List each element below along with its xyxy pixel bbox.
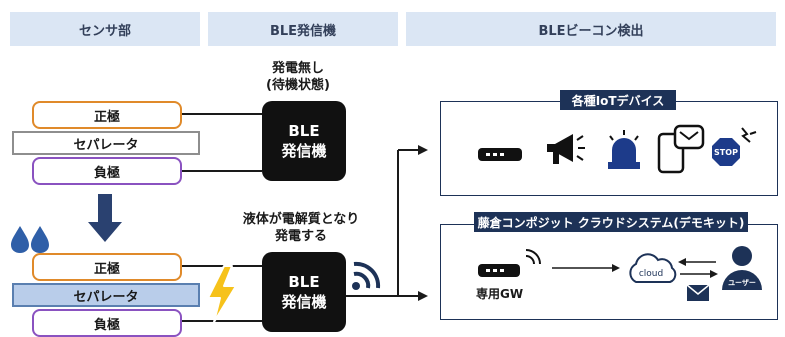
cloud-icon: cloud bbox=[629, 253, 677, 283]
top-separator-layer: セパレータ bbox=[12, 131, 200, 155]
top-negative-layer: 負極 bbox=[32, 157, 182, 185]
top-caption: 発電無し(待機状態) bbox=[266, 61, 330, 93]
cloud-label: cloud bbox=[639, 269, 663, 279]
bottom-positive-layer: 正極 bbox=[32, 253, 182, 281]
gateway-label: 専用GW bbox=[476, 287, 524, 301]
bottom-separator-layer: セパレータ bbox=[12, 283, 200, 307]
siren-icon bbox=[608, 130, 640, 169]
ble-header: BLE発信機 bbox=[208, 12, 398, 46]
sensor-header: センサ部 bbox=[10, 12, 200, 46]
bottom-caption: 液体が電解質となり発電する bbox=[242, 212, 360, 244]
stop-sign-icon: STOP bbox=[712, 127, 757, 166]
megaphone-icon bbox=[547, 134, 585, 164]
arrow-to-iot bbox=[418, 145, 428, 155]
arrow-to-cloud bbox=[418, 291, 428, 301]
water-drops-icon bbox=[11, 226, 49, 253]
wifi-signal-icon bbox=[352, 261, 381, 290]
gateway-router-icon bbox=[478, 249, 541, 277]
down-arrow-icon bbox=[88, 194, 122, 242]
lightning-icon bbox=[207, 265, 237, 323]
beacon-header: BLEビーコン検出 bbox=[406, 12, 776, 46]
mail-icon bbox=[686, 284, 710, 301]
smartphone-mail-icon bbox=[657, 124, 705, 174]
top-positive-layer: 正極 bbox=[32, 101, 182, 129]
iot-panel-title: 各種IoTデバイス bbox=[560, 90, 676, 110]
stop-label: STOP bbox=[714, 148, 738, 157]
user-label: ユーザー bbox=[728, 279, 756, 287]
cloud-panel-title: 藤倉コンポジット クラウドシステム(デモキット) bbox=[474, 212, 748, 232]
user-icon bbox=[722, 246, 762, 290]
router-icon bbox=[478, 148, 522, 161]
